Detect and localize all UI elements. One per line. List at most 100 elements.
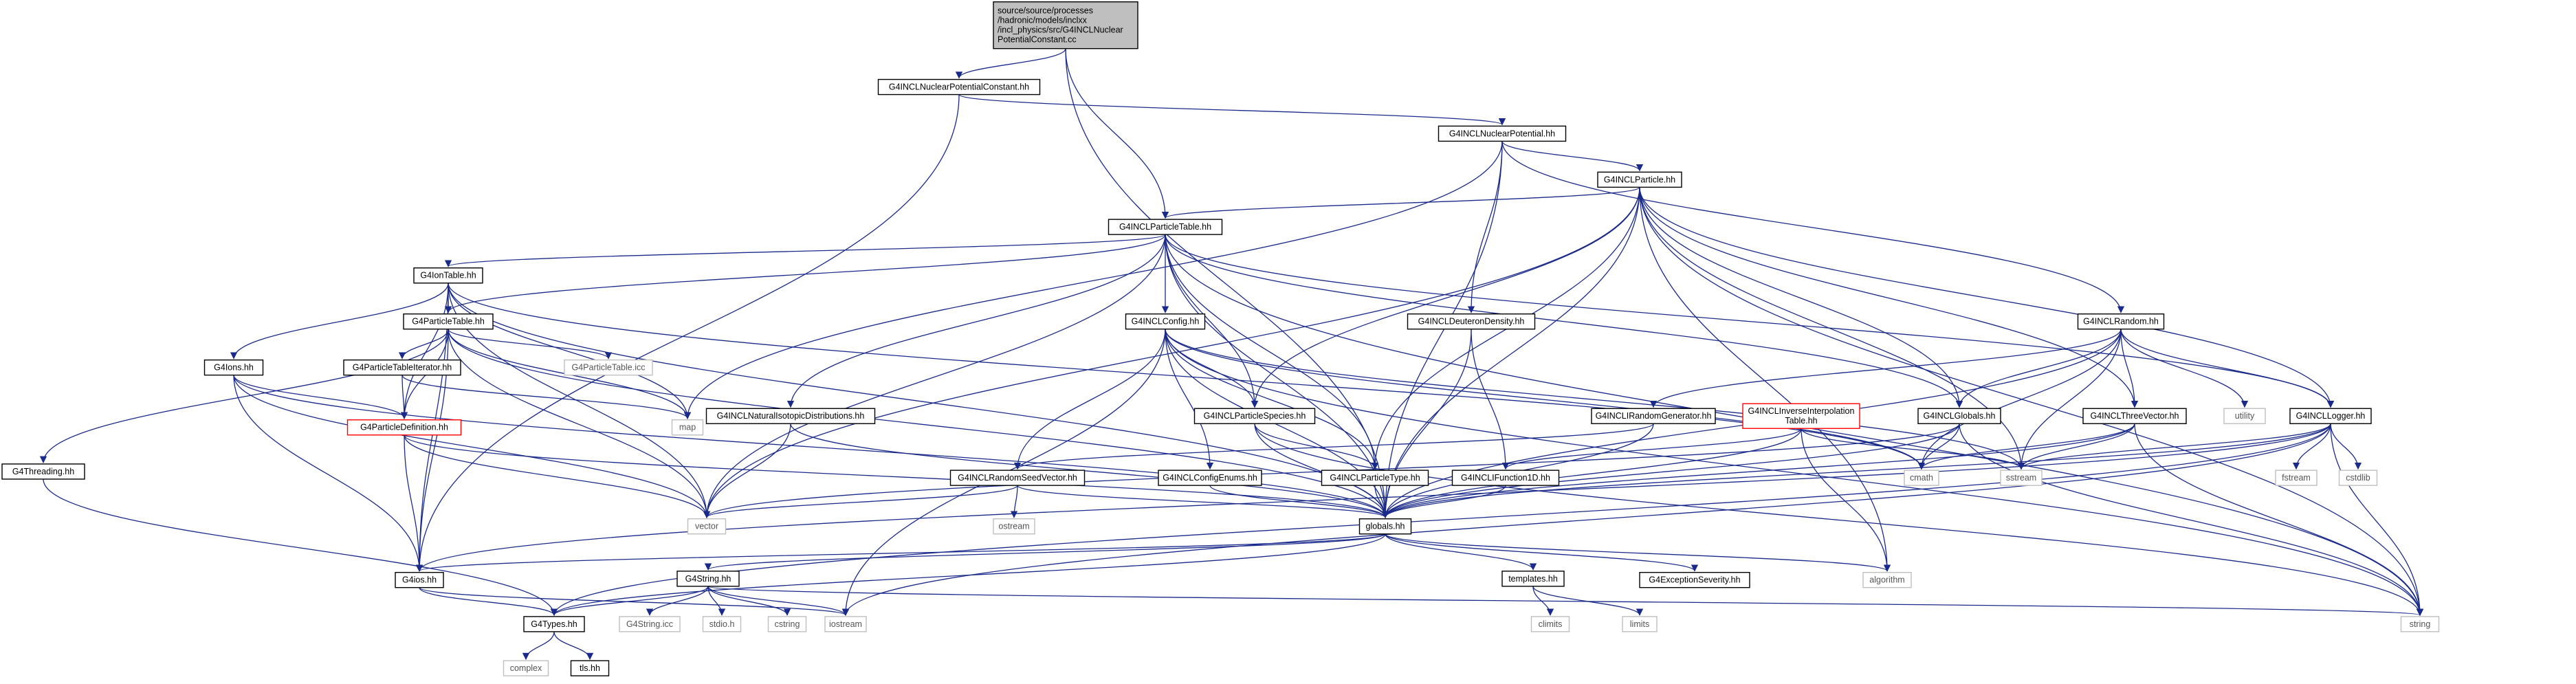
node-box [1530,616,1570,632]
node-g4ios[interactable]: G4ios.hh [395,571,444,588]
node-templates[interactable]: templates.hh [1501,571,1565,587]
edge-random-to-rgen [1649,329,2122,408]
node-globalshh[interactable]: globals.hh [1358,518,1412,535]
node-stdio: stdio.h [702,616,742,632]
node-globals[interactable]: G4INCLGlobals.hh [1917,408,2001,424]
node-label: G4INCLInverseInterpolation [1748,406,1855,416]
edge-np-to-particle [1501,141,1644,172]
edge-nid-to-vector [703,423,791,518]
edge-logger-to-iostream [841,423,2331,616]
node-label: source/source/processes [998,6,1093,16]
node-box [1125,313,1206,330]
node-box [2082,408,2187,424]
node-pdef[interactable]: G4ParticleDefinition.hh [346,419,462,436]
edge-random-to-cmath [1917,329,2122,470]
node-label: PotentialConstant.cc [998,35,1077,45]
node-label: G4INCLNaturalIsotopicDistributions.hh [717,411,865,421]
edge-iontable-to-g4ions [230,283,449,360]
node-label: G4INCLLogger.hh [2296,411,2366,421]
node-box [1407,313,1536,330]
edge-logger-to-sstream [2017,423,2331,470]
node-label: complex [510,663,542,673]
node-label: limits [1630,619,1649,629]
node-particle[interactable]: G4INCLParticle.hh [1597,171,1682,188]
node-label: G4Ions.hh [214,363,254,373]
node-rgen[interactable]: G4INCLIRandomGenerator.hh [1591,408,1716,424]
edge-globalshh-to-g4string [705,533,1386,571]
edge-f1d-to-globalshh [1381,485,1506,518]
node-box [1108,219,1223,235]
node-tls[interactable]: tls.hh [570,660,610,676]
node-g4ptable[interactable]: G4ParticleTable.hh [403,313,494,330]
edge-logger-to-g4types [550,423,2331,616]
node-box [1591,408,1716,424]
node-label: G4String.icc [626,619,673,629]
node-box [1597,171,1682,188]
node-label: stdio.h [709,619,735,629]
node-f1d[interactable]: G4INCLIFunction1D.hh [1451,470,1560,486]
node-random[interactable]: G4INCLRandom.hh [2077,313,2165,330]
node-algorithm: algorithm [1862,571,1912,588]
node-box [203,359,264,376]
node-box [1904,470,1939,486]
node-label: G4INCLRandomSeedVector.hh [958,473,1077,483]
node-box [2275,470,2318,486]
node-label: Table.hh [1785,416,1817,426]
node-label: G4String.hh [685,574,731,584]
node-threading[interactable]: G4Threading.hh [1,463,85,480]
node-ptype[interactable]: G4INCLParticleType.hh [1321,470,1429,486]
node-g4ions[interactable]: G4Ions.hh [203,359,264,376]
node-g4string[interactable]: G4String.hh [676,571,740,587]
node-logger[interactable]: G4INCLLogger.hh [2289,408,2372,424]
node-np[interactable]: G4INCLNuclearPotential.hh [1438,125,1567,142]
edge-root-to-npc [955,48,1066,79]
node-iontable[interactable]: G4IonTable.hh [413,267,483,284]
node-label: G4INCLRandom.hh [2083,317,2159,327]
edge-npc-to-np [958,93,1506,126]
edge-ptable-to-nid [786,234,1166,408]
node-box [1,463,85,480]
node-excsev[interactable]: G4ExceptionSeverity.hh [1639,571,1750,588]
edge-root-to-ptable [1065,48,1169,219]
node-cfgenums[interactable]: G4INCLConfigEnums.hh [1158,470,1262,486]
edge-g4string-to-iostream [707,586,850,616]
node-config[interactable]: G4INCLConfig.hh [1125,313,1206,330]
node-root[interactable]: source/source/processes/hadronic/models/… [993,1,1138,49]
node-ptiter[interactable]: G4ParticleTableIterator.hh [343,359,461,376]
edge-np-to-globalshh [1381,141,1503,518]
edge-np-to-deut [1467,141,1503,313]
node-g4types[interactable]: G4Types.hh [523,616,585,632]
node-box [564,359,653,376]
edge-g4ptable-to-ptiter [398,329,449,360]
node-label: vector [695,522,718,531]
edge-seed-to-ostream [1010,485,1018,518]
edge-ptiter-to-pdef [400,375,408,419]
edge-particle-to-species [1251,187,1640,408]
node-ptable[interactable]: G4INCLParticleTable.hh [1108,219,1223,235]
node-box [767,616,807,632]
edge-iit-to-globalshh [1381,428,1802,518]
node-seed[interactable]: G4INCLRandomSeedVector.hh [949,470,1086,486]
edge-g4ions-to-vector [233,375,711,518]
node-label: tls.hh [580,663,600,673]
edge-g4ios-to-iostream [419,587,849,616]
node-map: map [671,419,704,436]
edge-g4ptable-to-vector [448,329,711,518]
node-threevec[interactable]: G4INCLThreeVector.hh [2082,408,2187,424]
node-label: utility [2235,411,2255,421]
edge-templates-to-climits [1532,586,1554,616]
node-npc[interactable]: G4INCLNuclearPotentialConstant.hh [877,78,1041,96]
node-species[interactable]: G4INCLParticleSpecies.hh [1193,408,1316,424]
node-nid[interactable]: G4INCLNaturalIsotopicDistributions.hh [705,408,876,424]
edge-config-to-sstream [1165,329,2025,470]
node-box [395,571,444,588]
edge-iontable-to-map [448,283,692,419]
edge-pdef-to-vector [404,434,711,518]
node-complex: complex [503,660,549,676]
node-box [1158,470,1262,486]
edge-particle-to-globalshh [1381,187,1640,518]
node-deut[interactable]: G4INCLDeuteronDensity.hh [1407,313,1536,330]
node-climits: climits [1530,616,1570,632]
node-fstream: fstream [2275,470,2318,486]
